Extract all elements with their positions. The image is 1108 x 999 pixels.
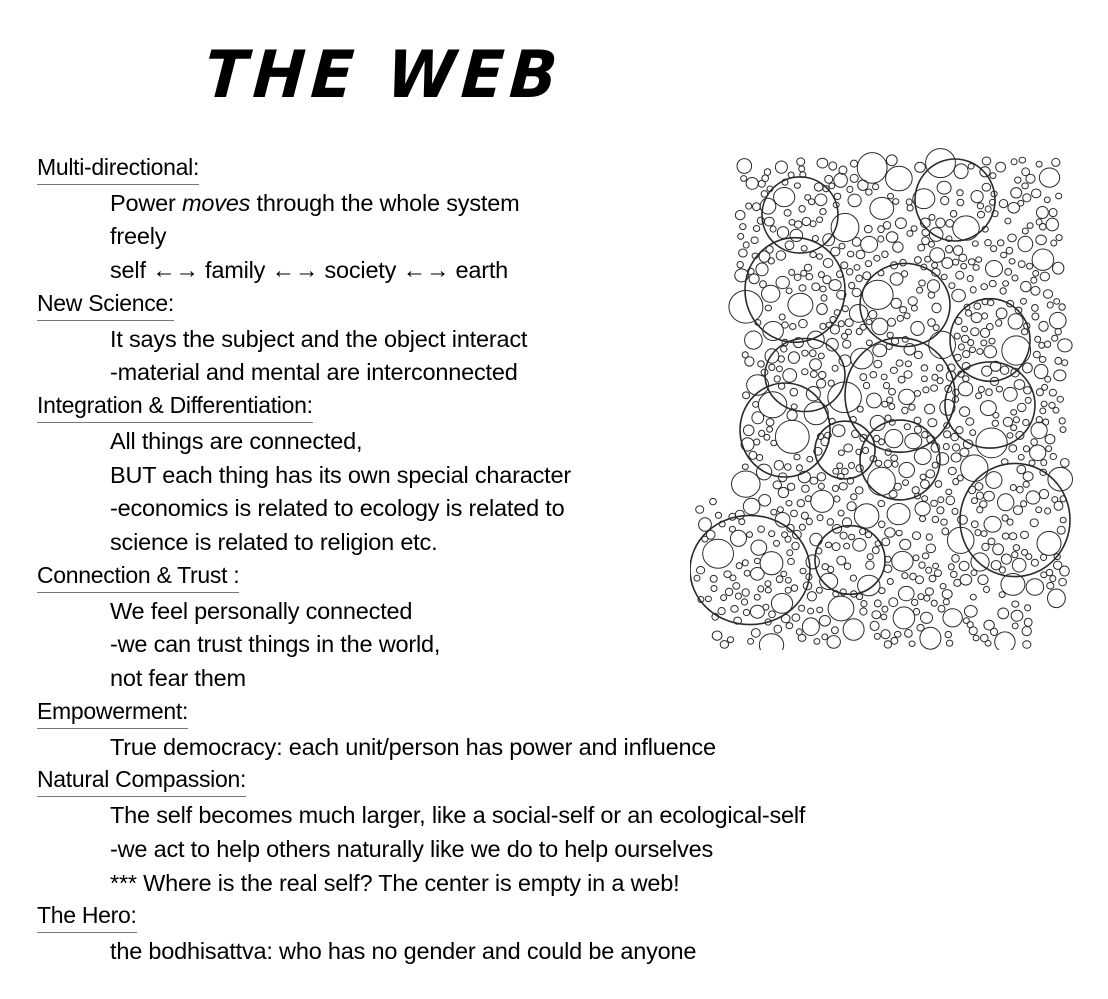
section-heading: The Hero: [37, 900, 137, 934]
section-empowerment: Empowerment: True democracy: each unit/p… [37, 696, 937, 764]
section-heading: New Science: [37, 288, 174, 321]
text-run: through the whole system [250, 189, 520, 216]
body-line: freely [110, 223, 167, 250]
section-the-hero: The Hero: the bodhisattva: who has no ge… [37, 900, 937, 968]
body-line: -economics is related to ecology is rela… [110, 495, 565, 522]
body-line: -we can trust things in the world, [110, 631, 441, 658]
body-line: We feel personally connected [110, 597, 413, 624]
section-multi-directional: Multi-directional: Power moves through t… [37, 152, 937, 288]
section-heading: Multi-directional: [37, 152, 199, 185]
body-line: The self becomes much larger, like a soc… [110, 801, 806, 828]
body-line: It says the subject and the object inter… [110, 325, 528, 352]
body-line: -we act to help others naturally like we… [110, 835, 714, 862]
body-line: True democracy: each unit/person has pow… [110, 733, 716, 760]
body-line: All things are connected, [110, 427, 363, 454]
bubble-web-drawing-icon [690, 148, 1074, 650]
section-integration-differentiation: Integration & Differentiation: All thing… [37, 390, 937, 560]
emphasis-text: moves [181, 189, 251, 216]
section-natural-compassion: Natural Compassion: The self becomes muc… [37, 764, 937, 900]
section-connection-trust: Connection & Trust : We feel personally … [37, 560, 937, 696]
body-line: BUT each thing has its own special chara… [110, 461, 572, 488]
body-line: Power moves through the whole system [37, 187, 937, 221]
body-line: the bodhisattva: who has no gender and c… [110, 937, 697, 964]
section-heading: Natural Compassion: [37, 764, 246, 798]
body-line: self ←→ family ←→ society ←→ earth [110, 257, 509, 284]
section-heading: Connection & Trust : [37, 560, 240, 593]
content-body: Multi-directional: Power moves through t… [37, 152, 937, 969]
section-heading: Empowerment: [37, 696, 188, 729]
page-title: THE WEB [202, 36, 566, 113]
body-line: science is related to religion etc. [110, 529, 438, 556]
text-run: Power [110, 189, 182, 216]
section-heading: Integration & Differentiation: [37, 390, 313, 424]
body-line: -material and mental are interconnected [110, 359, 518, 386]
section-new-science: New Science: It says the subject and the… [37, 288, 937, 390]
body-line: *** Where is the real self? The center i… [110, 869, 680, 896]
body-line: not fear them [110, 665, 246, 692]
